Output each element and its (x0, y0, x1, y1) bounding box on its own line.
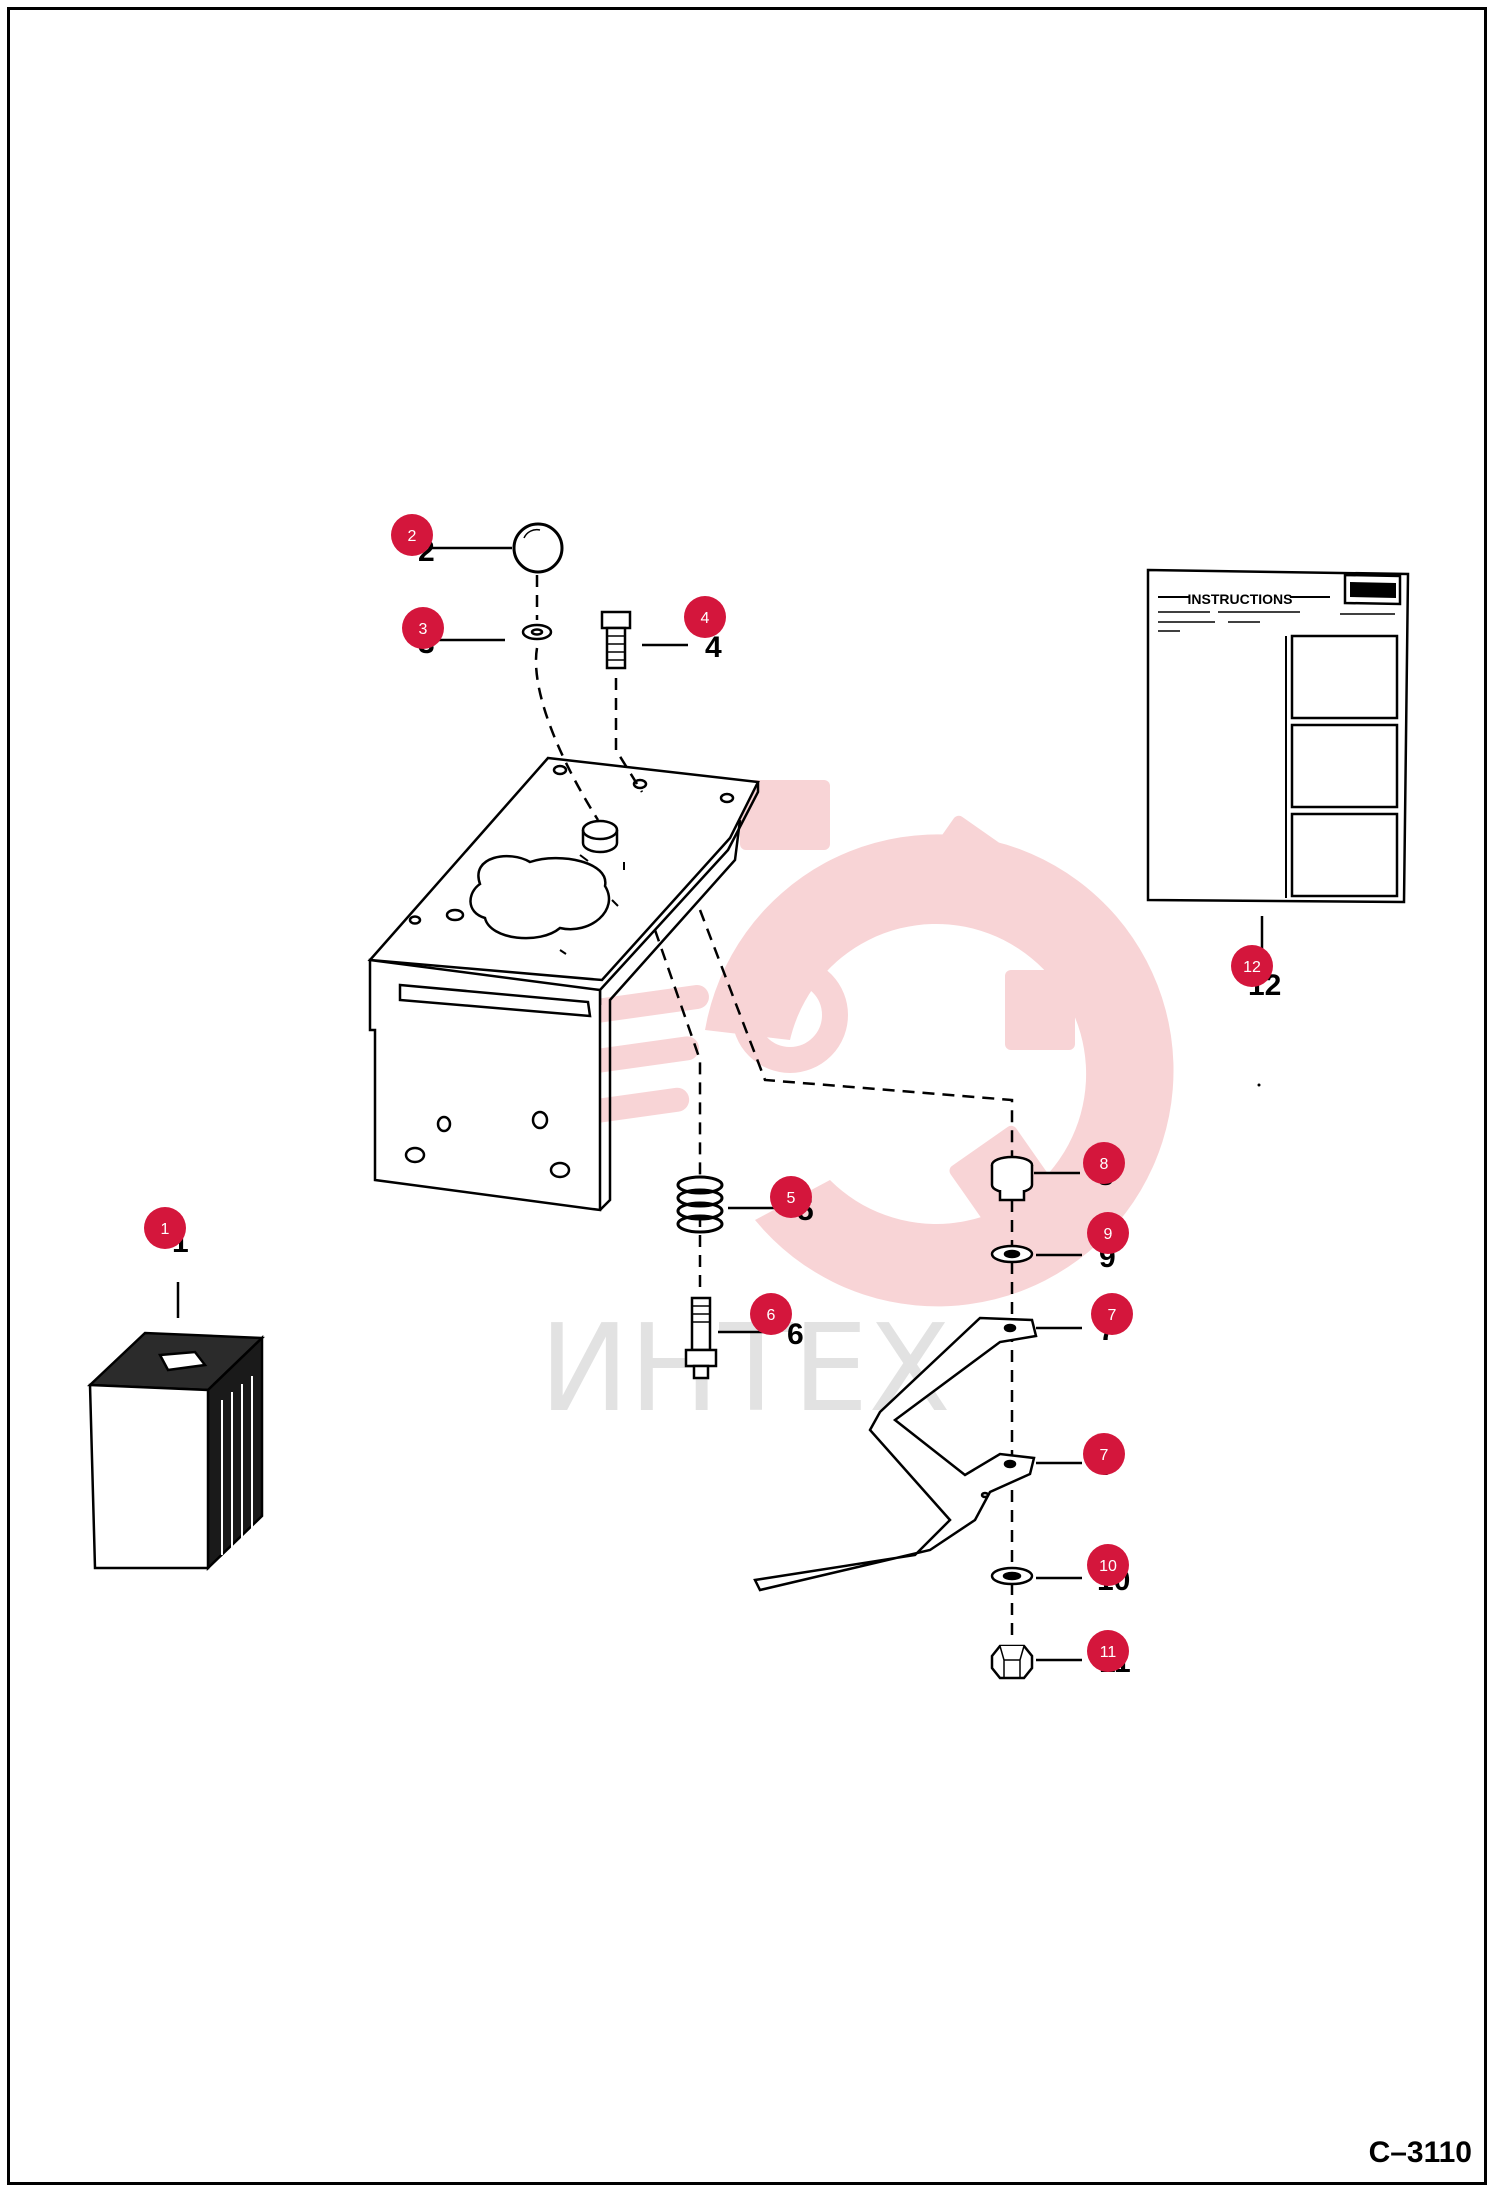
svg-text:2: 2 (408, 528, 417, 545)
callout-badge-7a[interactable]: 7 (1091, 1293, 1133, 1335)
svg-text:6: 6 (767, 1307, 776, 1324)
instructions-card: INSTRUCTIONS (1146, 568, 1410, 904)
figure-id: C–3110 (1368, 2136, 1472, 2169)
callout-label-4: 4 (705, 631, 722, 664)
hex-nut (990, 1644, 1034, 1680)
callout-badge-1[interactable]: 1 (144, 1207, 186, 1249)
callout-label-6: 6 (787, 1318, 804, 1351)
callout-badge-8[interactable]: 8 (1083, 1142, 1125, 1184)
svg-text:11: 11 (1100, 1644, 1117, 1661)
assembly-lines (534, 575, 1014, 1640)
spring (676, 1175, 724, 1234)
callout-badge-7b[interactable]: 7 (1083, 1433, 1125, 1475)
svg-text:1: 1 (161, 1221, 170, 1238)
bolt (600, 610, 632, 670)
flat-washer (990, 1566, 1034, 1586)
callout-badge-2[interactable]: 2 (391, 514, 433, 556)
callout-badge-3[interactable]: 3 (402, 607, 444, 649)
svg-text:12: 12 (1243, 959, 1261, 976)
callout-badge-6[interactable]: 6 (750, 1293, 792, 1335)
linkage-arm (753, 1316, 1038, 1592)
mounting-bracket (367, 756, 760, 1212)
svg-text:9: 9 (1104, 1226, 1113, 1243)
svg-text:7: 7 (1108, 1307, 1117, 1324)
callout-badge-10[interactable]: 10 (1087, 1544, 1129, 1586)
card-title: INSTRUCTIONS (1188, 591, 1293, 607)
diagram-frame (7, 7, 1487, 2185)
svg-text:8: 8 (1100, 1156, 1109, 1173)
svg-text:4: 4 (701, 610, 710, 627)
callout-badge-9[interactable]: 9 (1087, 1212, 1129, 1254)
stray-dot (1257, 1083, 1261, 1087)
callout-badge-12[interactable]: 12 (1231, 945, 1273, 987)
svg-text:3: 3 (419, 621, 428, 638)
callout-badge-11[interactable]: 11 (1087, 1630, 1129, 1672)
bracket-knob-seat (581, 819, 619, 854)
callout-badge-4[interactable]: 4 (684, 596, 726, 638)
leader-lines (176, 546, 1264, 1662)
shoulder-bolt (684, 1296, 718, 1380)
box (86, 1331, 265, 1571)
svg-text:5: 5 (787, 1190, 796, 1207)
svg-text:10: 10 (1099, 1558, 1117, 1575)
bushing (990, 1155, 1034, 1202)
callout-badges: 1 2 3 4 5 6 7 7 (144, 514, 1273, 1672)
washer (990, 1244, 1034, 1264)
callout-badge-5[interactable]: 5 (770, 1176, 812, 1218)
knob (512, 522, 564, 574)
small-nut (521, 623, 553, 641)
svg-text:7: 7 (1100, 1447, 1109, 1464)
